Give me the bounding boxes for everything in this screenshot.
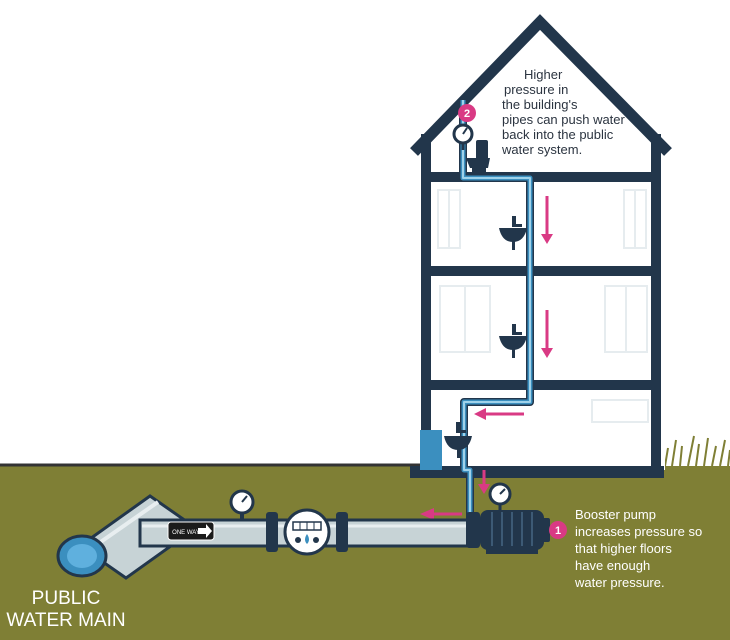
callout-2-line: back into the public <box>502 127 614 142</box>
water-main-label-line: PUBLIC <box>31 588 101 609</box>
one-way-valve: ONE WAY <box>167 521 215 541</box>
sink <box>444 422 472 458</box>
callout-2-line: Higher <box>524 67 563 82</box>
callout-1-line: have enough <box>575 558 651 573</box>
callout-1-line: that higher floors <box>575 541 672 556</box>
window <box>437 189 649 423</box>
callout-2-line: pressure in <box>504 82 569 97</box>
booster-pump <box>466 510 550 554</box>
flow-arrow <box>541 196 553 244</box>
badge-2: 2 <box>458 104 476 122</box>
valve-label: ONE WAY <box>172 530 200 536</box>
flow-arrow <box>478 470 490 494</box>
water-main-label: PUBLIC WATER MAIN <box>6 588 126 632</box>
callout-2-line: water system. <box>502 142 583 157</box>
toilet <box>466 140 490 174</box>
callout-2-line: the building's <box>502 97 578 112</box>
water-main-label-line: WATER MAIN <box>6 610 126 631</box>
water-meter <box>283 508 331 556</box>
sink <box>499 324 527 358</box>
callout-1-text: Booster pump increases pressure so that … <box>575 506 725 591</box>
badge-1-number: 1 <box>555 525 561 537</box>
badge-2-number: 2 <box>464 108 470 120</box>
callout-1-line: increases pressure so <box>575 524 703 539</box>
flow-arrow <box>420 508 462 520</box>
pressure-gauge-pump <box>488 482 512 512</box>
sink <box>499 216 527 250</box>
grass-tuft <box>664 435 730 467</box>
callout-1-line: Booster pump <box>575 507 656 522</box>
house-pipe <box>459 100 534 515</box>
pressure-gauge-attic <box>452 123 474 150</box>
pressure-gauge <box>229 489 255 520</box>
flow-arrow <box>474 408 524 420</box>
water-tank <box>420 430 442 470</box>
flow-arrow <box>541 310 553 358</box>
callout-2-text: Higher pressure in the building's pipes … <box>496 67 646 157</box>
callout-2-line: pipes can push water <box>502 112 625 127</box>
badge-1: 1 <box>549 521 567 539</box>
callout-1-line: water pressure. <box>575 575 665 590</box>
